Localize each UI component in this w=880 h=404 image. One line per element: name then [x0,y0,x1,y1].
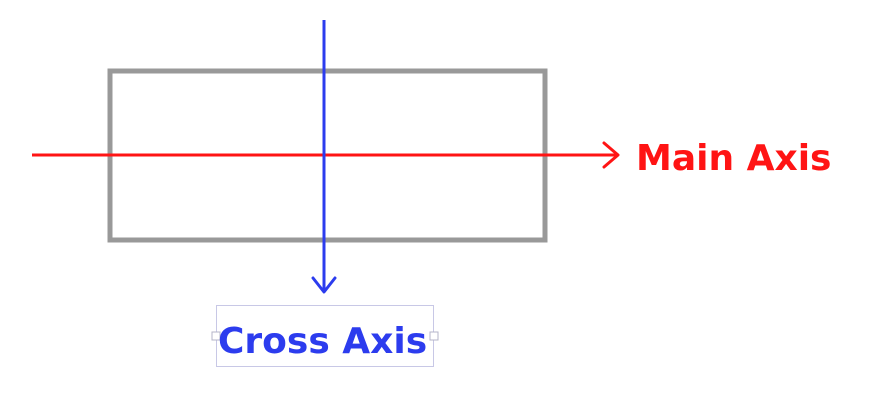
cross-axis-arrow [311,20,337,294]
cross-axis-label: Cross Axis [218,321,427,362]
selection-handle-left [211,331,221,341]
cross-axis-arrowhead-icon [311,276,337,294]
main-axis-arrowhead-icon [602,141,620,169]
selection-handle-right [429,331,439,341]
cross-axis-label-selection [211,305,439,367]
main-axis-label: Main Axis [636,138,831,179]
